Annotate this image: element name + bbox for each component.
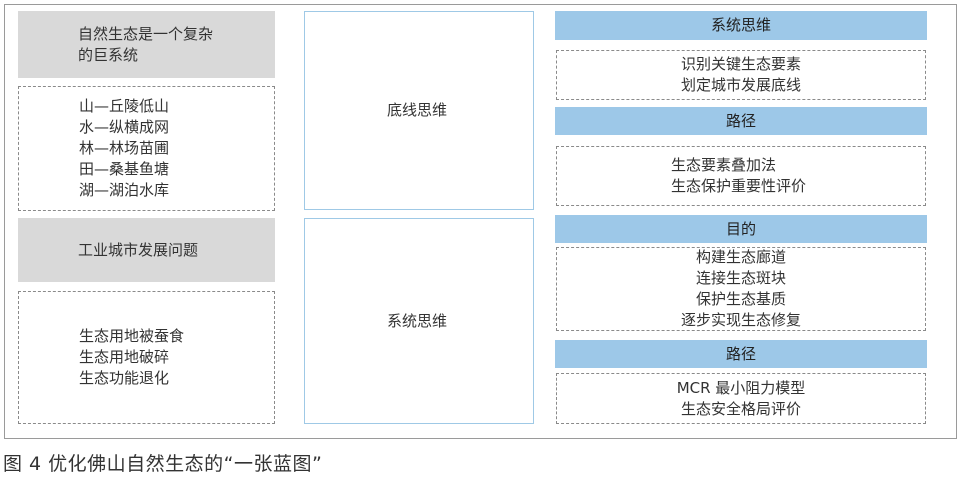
purpose-box: 构建生态廊道 连接生态斑块 保护生态基质 逐步实现生态修复 [556,247,926,331]
ecological-problems-box: 生态用地被蚕食 生态用地破碎 生态功能退化 [18,291,275,424]
mcr-model-line-2: 生态安全格局评价 [680,399,801,418]
landscape-element-mountain: 山—丘陵低山 [79,97,170,115]
industrial-city-problems-label: 工业城市发展问题 [78,240,199,259]
header-path-1: 路径 [555,107,927,135]
identify-elements-box: 识别关键生态要素 划定城市发展底线 [556,50,926,100]
identify-elements-line-1: 识别关键生态要素 [680,55,801,73]
landscape-element-field: 田—桑基鱼塘 [79,160,170,178]
complex-system-line-1: 自然生态是一个复杂 [78,24,214,43]
header-path-1-label: 路径 [725,111,756,130]
landscape-element-lake: 湖—湖泊水库 [79,181,170,199]
problem-encroachment: 生态用地被蚕食 [79,327,185,345]
system-thinking-box: 系统思维 [304,218,534,424]
mcr-model-line-1: MCR 最小阻力模型 [676,378,806,397]
purpose-matrix: 保护生态基质 [695,290,786,308]
purpose-restoration: 逐步实现生态修复 [680,311,801,329]
purpose-patches: 连接生态斑块 [695,269,786,287]
landscape-element-forest: 林—林场苗圃 [79,139,170,157]
purpose-corridor: 构建生态廊道 [695,248,786,266]
overlay-method-line-2: 生态保护重要性评价 [671,177,807,195]
header-path-2-label: 路径 [725,344,756,363]
problem-fragmentation: 生态用地破碎 [79,348,170,366]
header-path-2: 路径 [555,340,927,368]
problem-function-decline: 生态功能退化 [79,369,170,387]
complex-system-box: 自然生态是一个复杂 的巨系统 [18,11,275,78]
mcr-model-box: MCR 最小阻力模型 生态安全格局评价 [556,373,926,424]
header-purpose: 目的 [555,215,927,243]
header-system-thinking-label: 系统思维 [710,16,771,34]
industrial-city-problems-box: 工业城市发展问题 [18,218,275,282]
identify-elements-line-2: 划定城市发展底线 [680,76,801,94]
bottom-line-thinking-box: 底线思维 [304,11,534,210]
overlay-method-box: 生态要素叠加法 生态保护重要性评价 [556,146,926,206]
bottom-line-thinking-label: 底线思维 [387,101,448,119]
landscape-elements-box: 山—丘陵低山 水—纵横成网 林—林场苗圃 田—桑基鱼塘 湖—湖泊水库 [18,86,275,211]
landscape-element-water: 水—纵横成网 [79,118,170,136]
header-purpose-label: 目的 [725,219,756,238]
header-system-thinking: 系统思维 [555,11,927,40]
overlay-method-line-1: 生态要素叠加法 [671,156,777,174]
figure-caption: 图 4 优化佛山自然生态的“一张蓝图” [3,453,323,475]
complex-system-line-2: 的巨系统 [78,45,139,64]
system-thinking-label: 系统思维 [387,311,448,330]
